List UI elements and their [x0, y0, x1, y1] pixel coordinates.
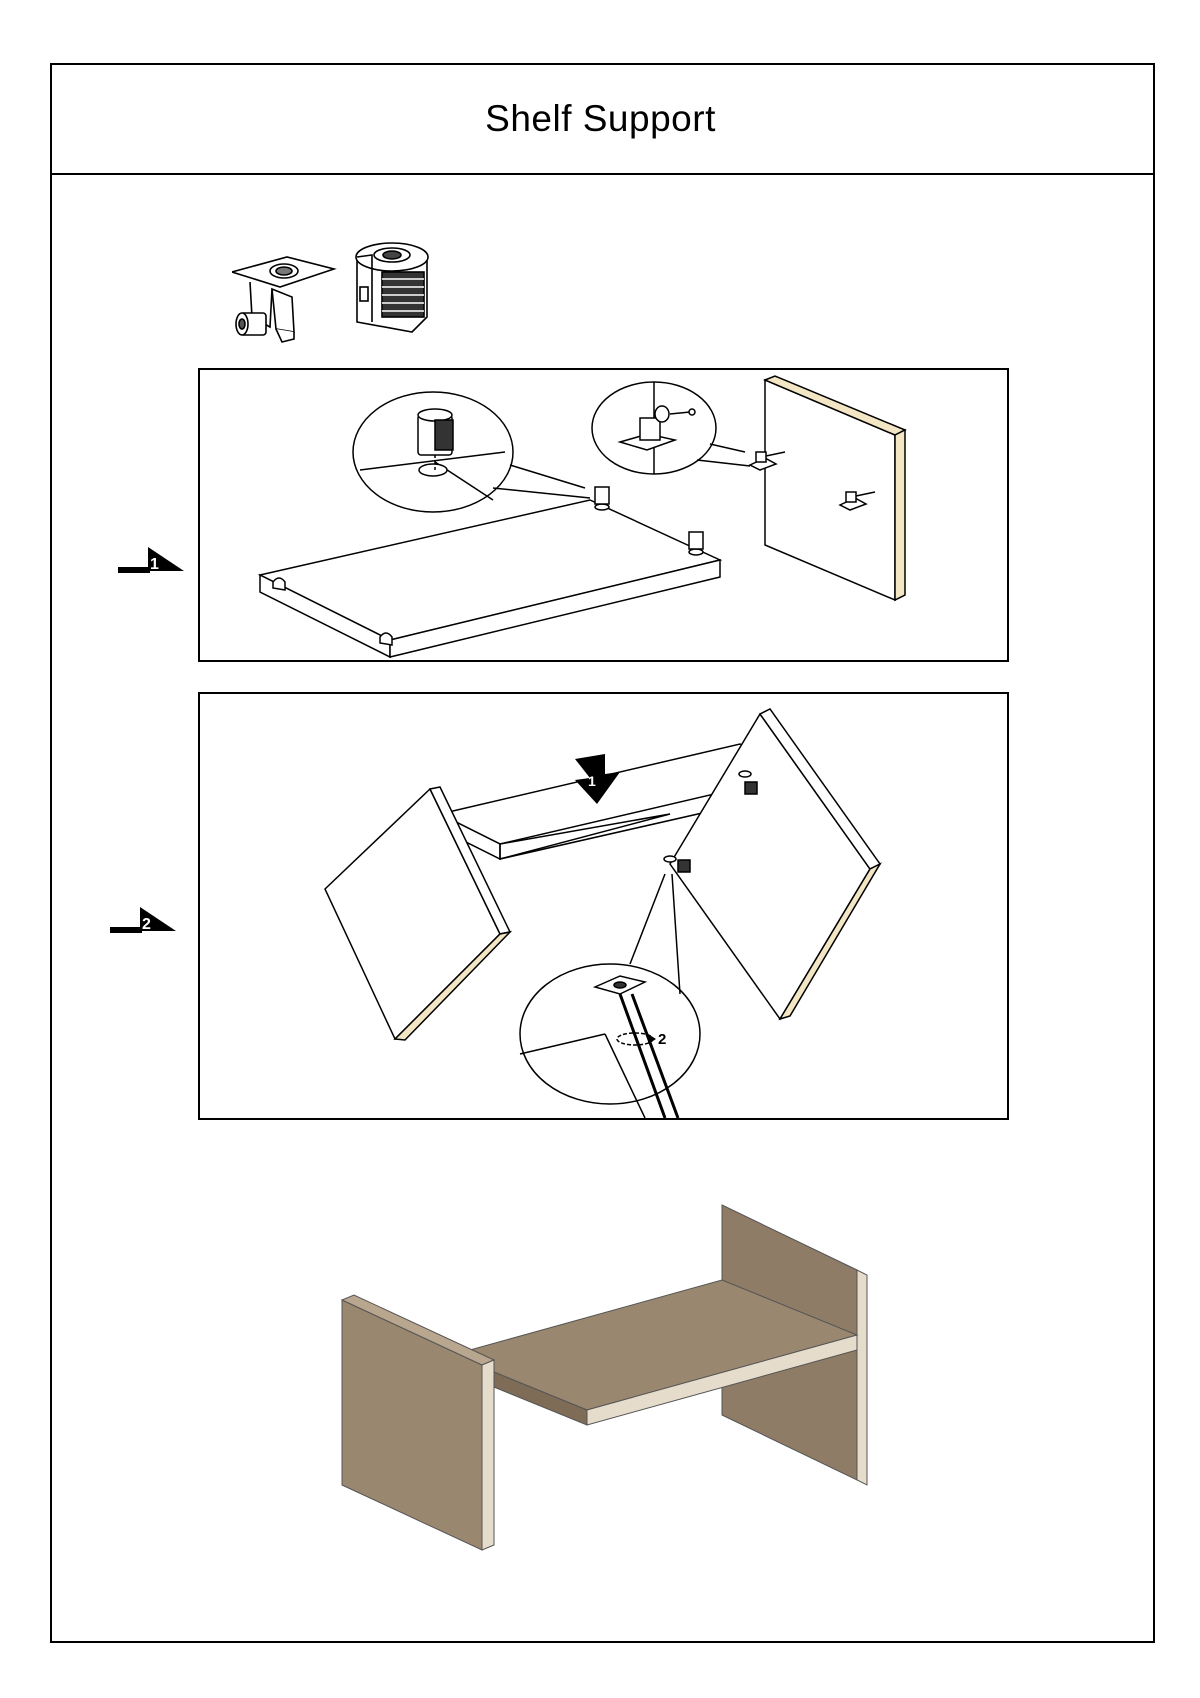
step-number-2: 2 [142, 916, 151, 933]
step-1-illustration [257, 375, 907, 659]
screw-turn-indicator: 2 [648, 1031, 666, 1048]
step-1-panel [198, 368, 1009, 662]
step-marker-1: 1 [118, 547, 184, 573]
press-arrow-number: 1 [588, 773, 596, 789]
step-2-illustration: 1 2 [324, 708, 882, 1119]
cam-lock-sleeve-icon [355, 242, 429, 333]
finished-shelf-illustration [340, 1204, 868, 1551]
step-marker-2: 2 [110, 907, 176, 933]
side-panel [764, 378, 896, 602]
shelf-pin-bracket-icon [232, 256, 337, 343]
page-header: Shelf Support [52, 65, 1153, 175]
hardware-parts [232, 242, 429, 343]
step-2-panel: 1 2 [198, 692, 1009, 1120]
press-arrow-icon: 1 [575, 754, 620, 804]
step-number-1: 1 [150, 556, 159, 573]
detail-magnifier-screw [519, 963, 701, 1105]
page-title: Shelf Support [485, 98, 716, 139]
finished-left-panel [341, 1299, 483, 1551]
page-frame: Shelf Support [50, 63, 1155, 1643]
screw-turn-number: 2 [658, 1031, 666, 1048]
